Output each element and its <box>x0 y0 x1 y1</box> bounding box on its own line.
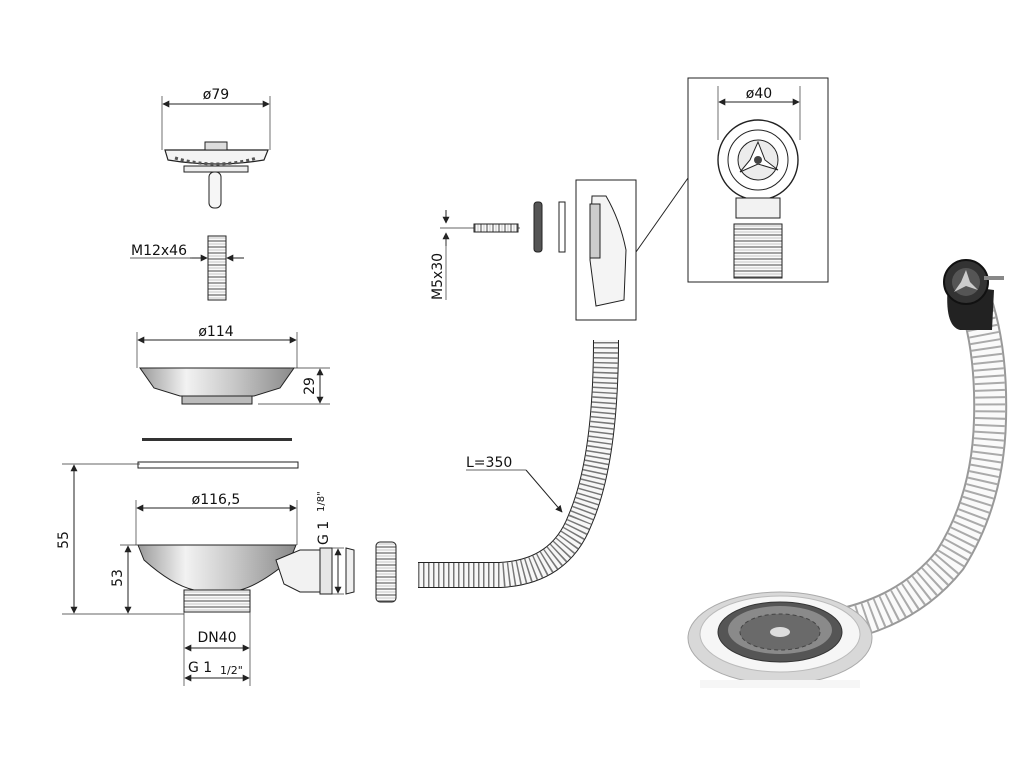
hose-length-label: L=350 <box>466 455 512 471</box>
outlet-seal-ring <box>345 547 355 595</box>
overflow-body <box>575 179 637 321</box>
sink-flange <box>136 332 330 405</box>
overflow-diameter-label: ø40 <box>746 86 772 102</box>
overflow-detail-view <box>687 77 829 283</box>
union-nut <box>375 541 397 603</box>
gasket-upper <box>142 438 292 441</box>
drain-thread-fraction-label: 1/2" <box>220 664 243 677</box>
detail-leader-line <box>635 177 689 253</box>
overflow-screw <box>440 210 520 300</box>
outlet-thread-prefix-label: G 1 <box>316 521 332 545</box>
drain-body <box>62 463 344 686</box>
total-height-label: 55 <box>56 531 72 549</box>
body-height-label: 53 <box>110 569 126 587</box>
flange-diameter-label: ø114 <box>198 324 233 340</box>
strainer-basket <box>161 96 271 209</box>
drain-size-label: DN40 <box>197 630 236 646</box>
drain-thread-prefix-label: G 1 <box>188 660 212 676</box>
screw-size-label: M5x30 <box>430 253 446 300</box>
body-diameter-label: ø116,5 <box>192 492 241 508</box>
rod-thread-label: M12x46 <box>131 243 187 259</box>
outlet-thread-fraction-label: 1/8" <box>316 491 327 512</box>
threaded-rod <box>130 235 244 301</box>
product-render <box>687 259 1008 688</box>
overflow-cap <box>533 201 543 253</box>
strainer-diameter-label: ø79 <box>203 87 229 103</box>
corrugated-hose <box>418 339 619 588</box>
overflow-gasket <box>558 201 566 253</box>
gasket-lower <box>137 461 299 469</box>
flange-height-label: 29 <box>302 377 318 395</box>
